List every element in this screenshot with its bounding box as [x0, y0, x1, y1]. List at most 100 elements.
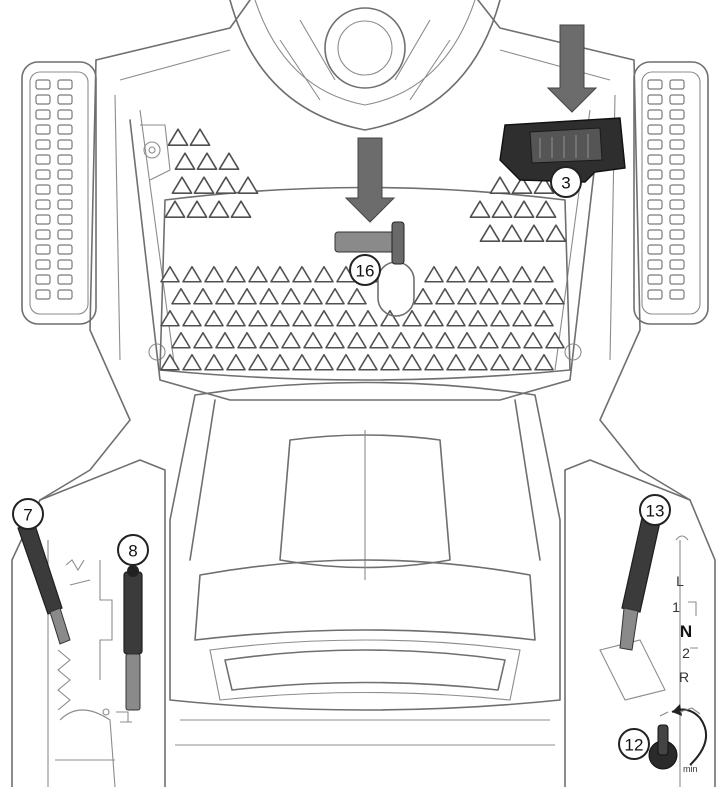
- floor-tread-triangle: [490, 353, 510, 371]
- floor-tread-triangle: [413, 287, 433, 305]
- left-rear-wheel: [21, 61, 97, 325]
- tread-block: [669, 229, 685, 240]
- tread-block: [669, 139, 685, 150]
- floor-tread-triangle: [204, 353, 224, 371]
- floor-tread-triangle: [281, 287, 301, 305]
- floor-tread-triangle: [435, 331, 455, 349]
- floor-tread-triangle: [160, 309, 180, 327]
- tread-block: [647, 274, 663, 285]
- floor-tread-triangle: [314, 353, 334, 371]
- floor-tread-triangle: [259, 287, 279, 305]
- tread-block: [57, 94, 73, 105]
- right-rear-wheel: [633, 61, 709, 325]
- floor-tread-triangle: [248, 309, 268, 327]
- floor-tread-triangle: [171, 331, 191, 349]
- floor-tread-triangle: [424, 309, 444, 327]
- callout-13-label: 13: [646, 502, 665, 521]
- callout-3-label: 3: [561, 174, 570, 193]
- floor-tread-triangle: [226, 265, 246, 283]
- down-arrow-icon: [344, 137, 396, 223]
- floor-tread-triangle: [468, 353, 488, 371]
- floor-tread-triangle: [469, 200, 491, 218]
- floor-tread-triangle: [237, 287, 257, 305]
- tread-block: [647, 79, 663, 90]
- callout-8-circle: [117, 534, 149, 566]
- floor-tread-triangle: [336, 309, 356, 327]
- tread-block: [647, 109, 663, 120]
- floor-tread-triangle: [512, 309, 532, 327]
- floor-tread-triangle: [347, 331, 367, 349]
- floor-tread-triangle: [534, 353, 554, 371]
- floor-tread-triangle: [189, 128, 211, 146]
- floor-tread-triangle: [369, 331, 389, 349]
- floor-tread-triangle: [491, 200, 513, 218]
- floor-tread-triangle: [413, 331, 433, 349]
- callout-7-circle: [12, 498, 44, 530]
- tread-block: [35, 154, 51, 165]
- tread-block: [57, 214, 73, 225]
- knob-min-label: min: [683, 764, 698, 774]
- tread-block: [35, 199, 51, 210]
- floor-tread-triangle: [204, 309, 224, 327]
- floor-tread-triangle: [174, 152, 196, 170]
- lever-part-16: [334, 221, 405, 265]
- tread-block: [647, 214, 663, 225]
- tread-block: [35, 229, 51, 240]
- floor-tread-triangle: [446, 353, 466, 371]
- floor-tread-triangle: [325, 331, 345, 349]
- floor-tread-triangle: [501, 331, 521, 349]
- floor-tread-triangle: [186, 200, 208, 218]
- floor-tread-triangle: [204, 265, 224, 283]
- tread-block: [669, 169, 685, 180]
- tread-block: [57, 274, 73, 285]
- lever-part-8: [123, 565, 143, 711]
- gear-label-2: 2: [682, 645, 690, 661]
- tread-block: [647, 289, 663, 300]
- floor-tread-triangle: [468, 309, 488, 327]
- gear-label-1: 1: [672, 599, 680, 615]
- floor-tread-triangle: [248, 353, 268, 371]
- tread-block: [35, 274, 51, 285]
- callout-3-circle: [550, 166, 582, 198]
- floor-tread-triangle: [248, 265, 268, 283]
- floor-tread-triangle: [479, 287, 499, 305]
- floor-tread-triangle: [545, 287, 565, 305]
- tread-block: [57, 139, 73, 150]
- tread-block: [57, 79, 73, 90]
- floor-tread-triangle: [435, 287, 455, 305]
- floor-tread-triangle: [513, 200, 535, 218]
- floor-tread-triangle: [218, 152, 240, 170]
- floor-tread-triangle: [160, 353, 180, 371]
- tread-block: [669, 184, 685, 195]
- tread-block: [669, 109, 685, 120]
- floor-tread-triangle: [259, 331, 279, 349]
- floor-tread-triangle: [226, 309, 246, 327]
- floor-tread-triangle: [402, 353, 422, 371]
- floor-tread-triangle: [457, 331, 477, 349]
- floor-tread-triangle: [160, 265, 180, 283]
- callout-16-label: 16: [356, 262, 375, 281]
- floor-tread-triangle: [281, 331, 301, 349]
- floor-tread-triangle: [457, 287, 477, 305]
- floor-tread-triangle: [380, 353, 400, 371]
- floor-tread-triangle: [230, 200, 252, 218]
- tread-block: [35, 124, 51, 135]
- floor-tread-triangle: [208, 200, 230, 218]
- tread-block: [647, 94, 663, 105]
- floor-tread-triangle: [167, 128, 189, 146]
- tread-block: [35, 184, 51, 195]
- floor-tread-triangle: [446, 309, 466, 327]
- floor-tread-triangle: [303, 331, 323, 349]
- tread-block: [669, 289, 685, 300]
- floor-tread-triangle: [226, 353, 246, 371]
- floor-tread-triangle: [270, 309, 290, 327]
- control-box-part-3: [499, 117, 626, 183]
- throttle-knob-part-12: min: [648, 704, 708, 774]
- floor-tread-triangle: [490, 265, 510, 283]
- floor-tread-triangle: [424, 353, 444, 371]
- tread-block: [35, 109, 51, 120]
- tread-block: [57, 244, 73, 255]
- floor-tread-triangle: [512, 353, 532, 371]
- floor-tread-triangle: [512, 265, 532, 283]
